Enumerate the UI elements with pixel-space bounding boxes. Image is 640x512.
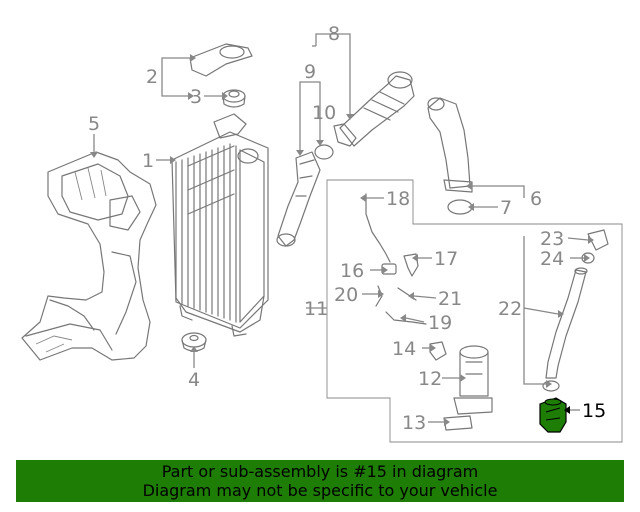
callout-23: 23 — [540, 228, 564, 250]
sensor-wire-18 — [365, 193, 391, 263]
callout-24: 24 — [540, 248, 564, 270]
callout-13: 13 — [402, 412, 426, 434]
callout-7: 7 — [500, 197, 512, 219]
callout-6: 6 — [530, 188, 542, 210]
module-13 — [443, 415, 473, 431]
callout-15: 15 — [582, 400, 606, 422]
callout-3: 3 — [190, 86, 202, 108]
callout-5: 5 — [88, 113, 100, 135]
banner-line-2: Diagram may not be specific to your vehi… — [142, 481, 498, 500]
callout-8: 8 — [328, 23, 340, 45]
callout-16: 16 — [340, 260, 364, 282]
small-hose-20 — [375, 285, 383, 307]
fitting-23 — [587, 229, 609, 251]
parts-diagram: 1 2 3 4 5 6 7 8 9 10 11 12 13 14 15 16 1… — [21, 23, 623, 443]
air-duct-shroud — [21, 151, 157, 361]
callout-12: 12 — [418, 368, 442, 390]
hose-22 — [542, 267, 588, 392]
arrow-heads — [90, 54, 594, 426]
callout-22: 22 — [498, 298, 522, 320]
valve-body-12 — [453, 345, 493, 415]
callout-20: 20 — [334, 284, 358, 306]
callout-11: 11 — [304, 298, 328, 320]
outlet-tube — [427, 97, 473, 193]
callout-numbers: 1 2 3 4 5 6 7 8 9 10 11 12 13 14 15 16 1… — [88, 23, 606, 434]
callout-21: 21 — [438, 288, 462, 310]
callout-4: 4 — [188, 369, 200, 391]
callout-14: 14 — [392, 338, 416, 360]
callout-9: 9 — [304, 61, 316, 83]
intake-hose — [276, 151, 321, 247]
fitting-14 — [429, 341, 447, 361]
intercooler — [171, 113, 269, 337]
callout-18: 18 — [386, 188, 410, 210]
banner-line-1: Part or sub-assembly is #15 in diagram — [161, 462, 479, 481]
info-banner: Part or sub-assembly is #15 in diagram D… — [16, 460, 624, 502]
sub-assembly-outline — [326, 179, 623, 443]
clamp-ring-10 — [314, 144, 334, 160]
highlighted-part-15 — [539, 397, 567, 433]
callout-10: 10 — [312, 102, 336, 124]
grommet-3 — [222, 89, 246, 108]
upper-air-tube — [333, 71, 415, 147]
sensor-bracket-17 — [403, 253, 419, 277]
line-19 — [385, 311, 427, 325]
callout-19: 19 — [428, 312, 452, 334]
callout-1: 1 — [142, 150, 154, 172]
bracket-plate — [189, 43, 253, 77]
callout-2: 2 — [146, 66, 158, 88]
leader-lines — [93, 33, 589, 423]
callout-17: 17 — [434, 248, 458, 270]
